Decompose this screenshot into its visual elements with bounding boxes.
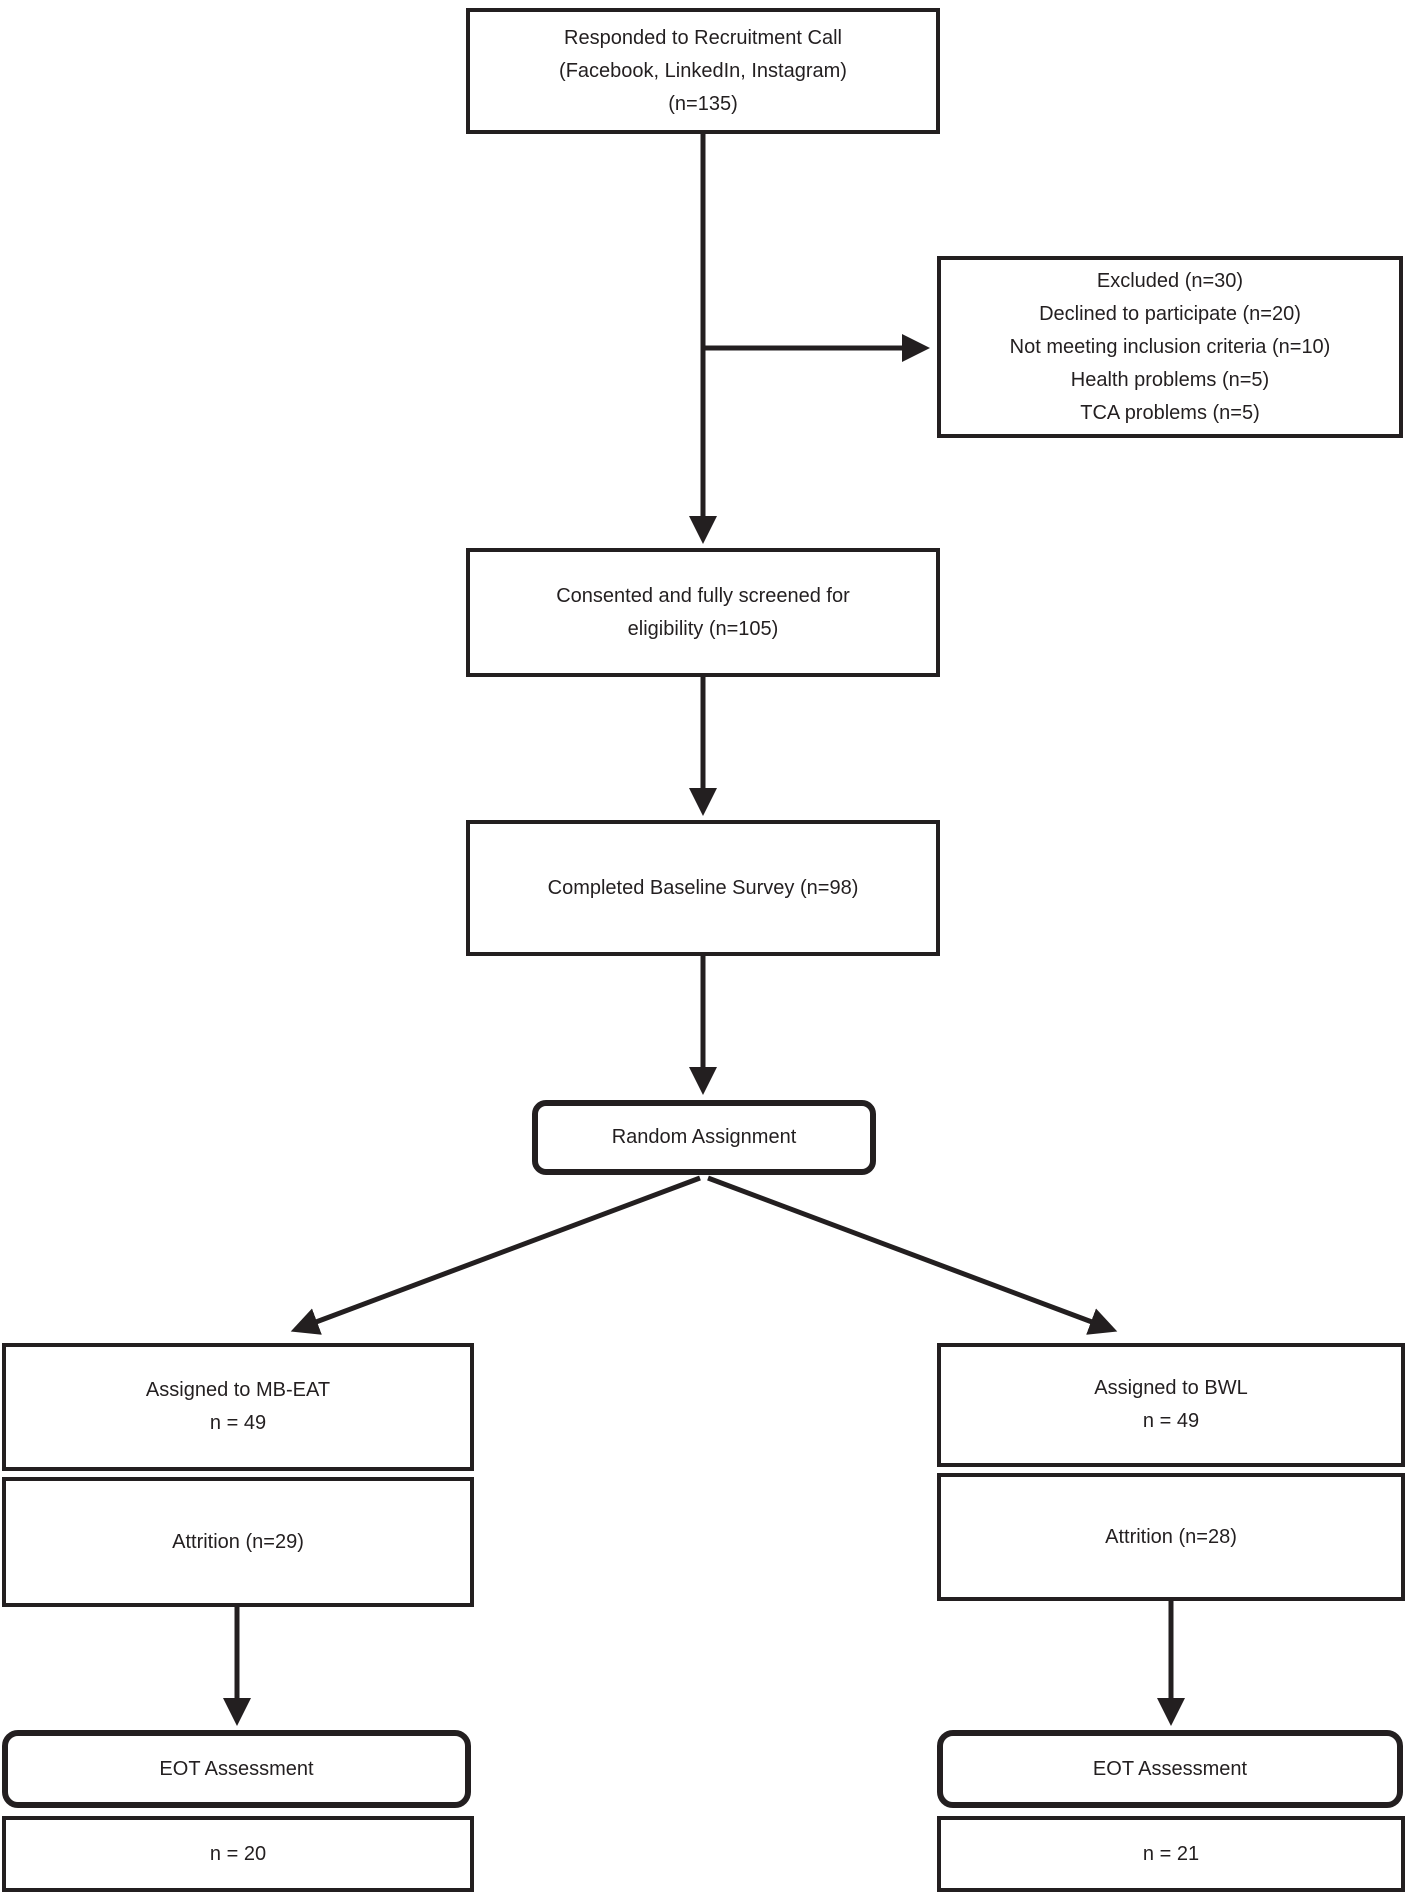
box-bwl-group-line: Assigned to BWL [1094,1377,1248,1399]
box-recruitment-line: (Facebook, LinkedIn, Instagram) [559,59,847,82]
box-baseline-survey: Completed Baseline Survey (n=98) [466,820,940,956]
box-mb-eat-group-line: Assigned to MB-EAT [145,1379,331,1401]
box-random-assignment: Random Assignment [532,1100,876,1175]
box-excluded-line: TCA problems (n=5) [1080,401,1260,424]
box-baseline-survey-line: Completed Baseline Survey (n=98) [547,876,859,899]
box-bwl-n-line: n = 21 [1142,1842,1200,1865]
box-excluded-line: Excluded (n=30) [1096,269,1244,292]
box-excluded: Excluded (n=30) Declined to participate … [937,256,1403,438]
box-mb-eat-n: n = 20 [2,1816,474,1892]
box-excluded-line: Health problems (n=5) [1070,368,1270,391]
box-bwl-n: n = 21 [937,1816,1405,1892]
arrow-random-to-mbeat [290,1175,701,1335]
box-bwl-eot: EOT Assessment [937,1730,1403,1808]
box-bwl-group-line: n = 49 [1142,1410,1200,1432]
box-mb-eat-attrition-line: Attrition (n=29) [172,1530,304,1553]
box-recruitment: Responded to Recruitment Call (Facebook,… [466,8,940,134]
box-consented: Consented and fully screened for eligibi… [466,548,940,677]
box-random-assignment-line: Random Assignment [611,1126,797,1148]
box-recruitment-line: Responded to Recruitment Call [564,26,842,49]
box-excluded-line: Not meeting inclusion criteria (n=10) [1009,335,1331,358]
box-bwl-group: Assigned to BWL n = 49 [937,1343,1405,1467]
box-mb-eat-n-line: n = 20 [209,1842,267,1865]
box-bwl-attrition: Attrition (n=28) [937,1473,1405,1601]
box-bwl-attrition-line: Attrition (n=28) [1105,1525,1237,1548]
box-recruitment-line: (n=135) [668,92,738,115]
box-mb-eat-group: Assigned to MB-EAT n = 49 [2,1343,474,1471]
arrow-random-to-bwl [707,1175,1118,1335]
box-mb-eat-eot: EOT Assessment [2,1730,471,1808]
box-mb-eat-attrition: Attrition (n=29) [2,1477,474,1607]
box-mb-eat-group-line: n = 49 [209,1412,267,1434]
box-bwl-eot-line: EOT Assessment [1092,1757,1248,1780]
box-mb-eat-eot-line: EOT Assessment [159,1757,314,1780]
box-consented-line: eligibility (n=105) [627,617,779,640]
box-consented-line: Consented and fully screened for [556,584,850,607]
box-excluded-line: Declined to participate (n=20) [1039,302,1301,325]
